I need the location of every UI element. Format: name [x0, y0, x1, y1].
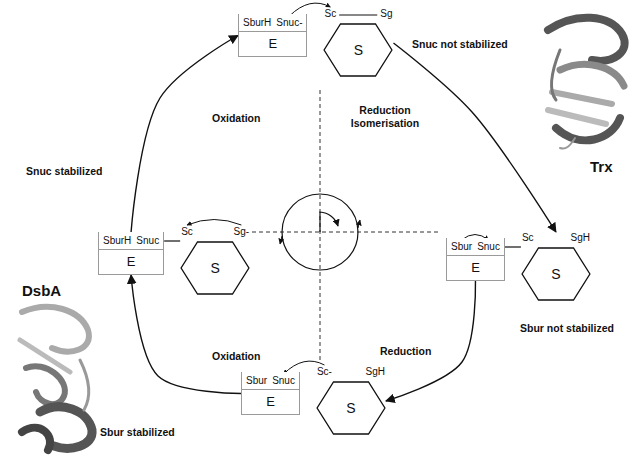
atom-label: Snuc — [272, 375, 295, 387]
atom-row: Sbur Snuc — [447, 238, 504, 255]
step-label: Oxidation — [212, 350, 260, 363]
protein-name: Trx — [590, 158, 613, 176]
substrate-hexagon: Sc- SgH S — [316, 366, 386, 436]
atom-row: Sc Sg- — [180, 226, 250, 240]
enzyme-body: E — [239, 31, 306, 56]
substrate-label: S — [551, 266, 560, 282]
atom-row: Sc SgH — [521, 232, 591, 246]
hexagon-center: S — [180, 241, 250, 295]
step-label: Snuc not stabilized — [412, 38, 508, 51]
substrate-label: S — [346, 400, 355, 416]
substrate-hexagon: Sc Sg- S — [180, 226, 250, 296]
atom-row: Sc- SgH — [316, 366, 386, 380]
hexagon-center: S — [316, 381, 386, 435]
cycle-arrow — [280, 236, 282, 244]
atom-row: SburH Snuc — [99, 232, 163, 249]
atom-label: Sg- — [234, 226, 250, 240]
dashed-axis — [252, 232, 440, 233]
cycle-arrow — [358, 220, 360, 228]
atom-row: Sbur Snuc — [242, 372, 299, 389]
enzyme-box: SburH Snuc- E — [238, 14, 307, 57]
atom-label: Sg — [380, 8, 392, 22]
hexagon-center: S — [323, 23, 393, 77]
cycle-arrow — [393, 43, 555, 232]
bond-line — [505, 246, 521, 247]
atom-label: SburH — [103, 235, 131, 247]
cycle-arrow — [131, 36, 238, 233]
step-label: Reduction Isomerisation — [345, 104, 425, 130]
atom-label: Sbur — [246, 375, 267, 387]
hexagon-center: S — [521, 247, 591, 301]
substrate-label: S — [354, 42, 363, 58]
step-label: Sbur stabilized — [100, 426, 175, 439]
enzyme-body: E — [447, 255, 504, 280]
enzyme-label: E — [127, 254, 136, 269]
enzyme-box: SburH SnucE — [98, 232, 164, 275]
step-label: Sbur not stabilized — [520, 322, 614, 335]
atom-label: Sc- — [317, 366, 332, 380]
cycle-arrow — [320, 212, 338, 232]
atom-label: SgH — [365, 366, 384, 380]
enzyme-body: E — [242, 389, 299, 414]
enzyme-box: Sbur SnucE — [446, 238, 505, 281]
atom-row: Sc Sg — [323, 8, 393, 22]
substrate-hexagon: Sc SgH S — [521, 232, 591, 302]
cycle-circle — [282, 194, 358, 270]
atom-label: Sc — [181, 226, 193, 240]
enzyme-label: E — [268, 36, 277, 51]
step-label: Reduction — [380, 345, 431, 358]
atom-label: SgH — [570, 232, 589, 246]
atom-label: Snuc- — [276, 17, 302, 29]
step-label: Snuc stabilized — [26, 165, 102, 178]
electron-arrow — [187, 220, 241, 226]
atom-label: Sc — [522, 232, 534, 246]
substrate-label: S — [210, 260, 219, 276]
bond-line — [339, 15, 377, 16]
atom-row: SburH Snuc- — [239, 14, 306, 31]
dsba-ribbon — [20, 307, 92, 450]
protein-name: DsbA — [22, 282, 61, 300]
atom-label: Sc — [324, 8, 336, 22]
atom-label: Sbur — [451, 241, 472, 253]
atom-label: Snuc — [136, 235, 159, 247]
enzyme-label: E — [471, 260, 480, 275]
atom-label: Snuc — [477, 241, 500, 253]
trx-ribbon — [548, 18, 625, 149]
enzyme-box: Sbur SnucE — [241, 372, 300, 415]
bond-line — [164, 240, 180, 241]
cycle-arrow — [386, 281, 476, 401]
enzyme-body: E — [99, 249, 163, 274]
substrate-hexagon: Sc SgS — [323, 8, 393, 78]
step-label: Oxidation — [212, 112, 260, 125]
enzyme-label: E — [266, 394, 275, 409]
atom-label: SburH — [243, 17, 271, 29]
